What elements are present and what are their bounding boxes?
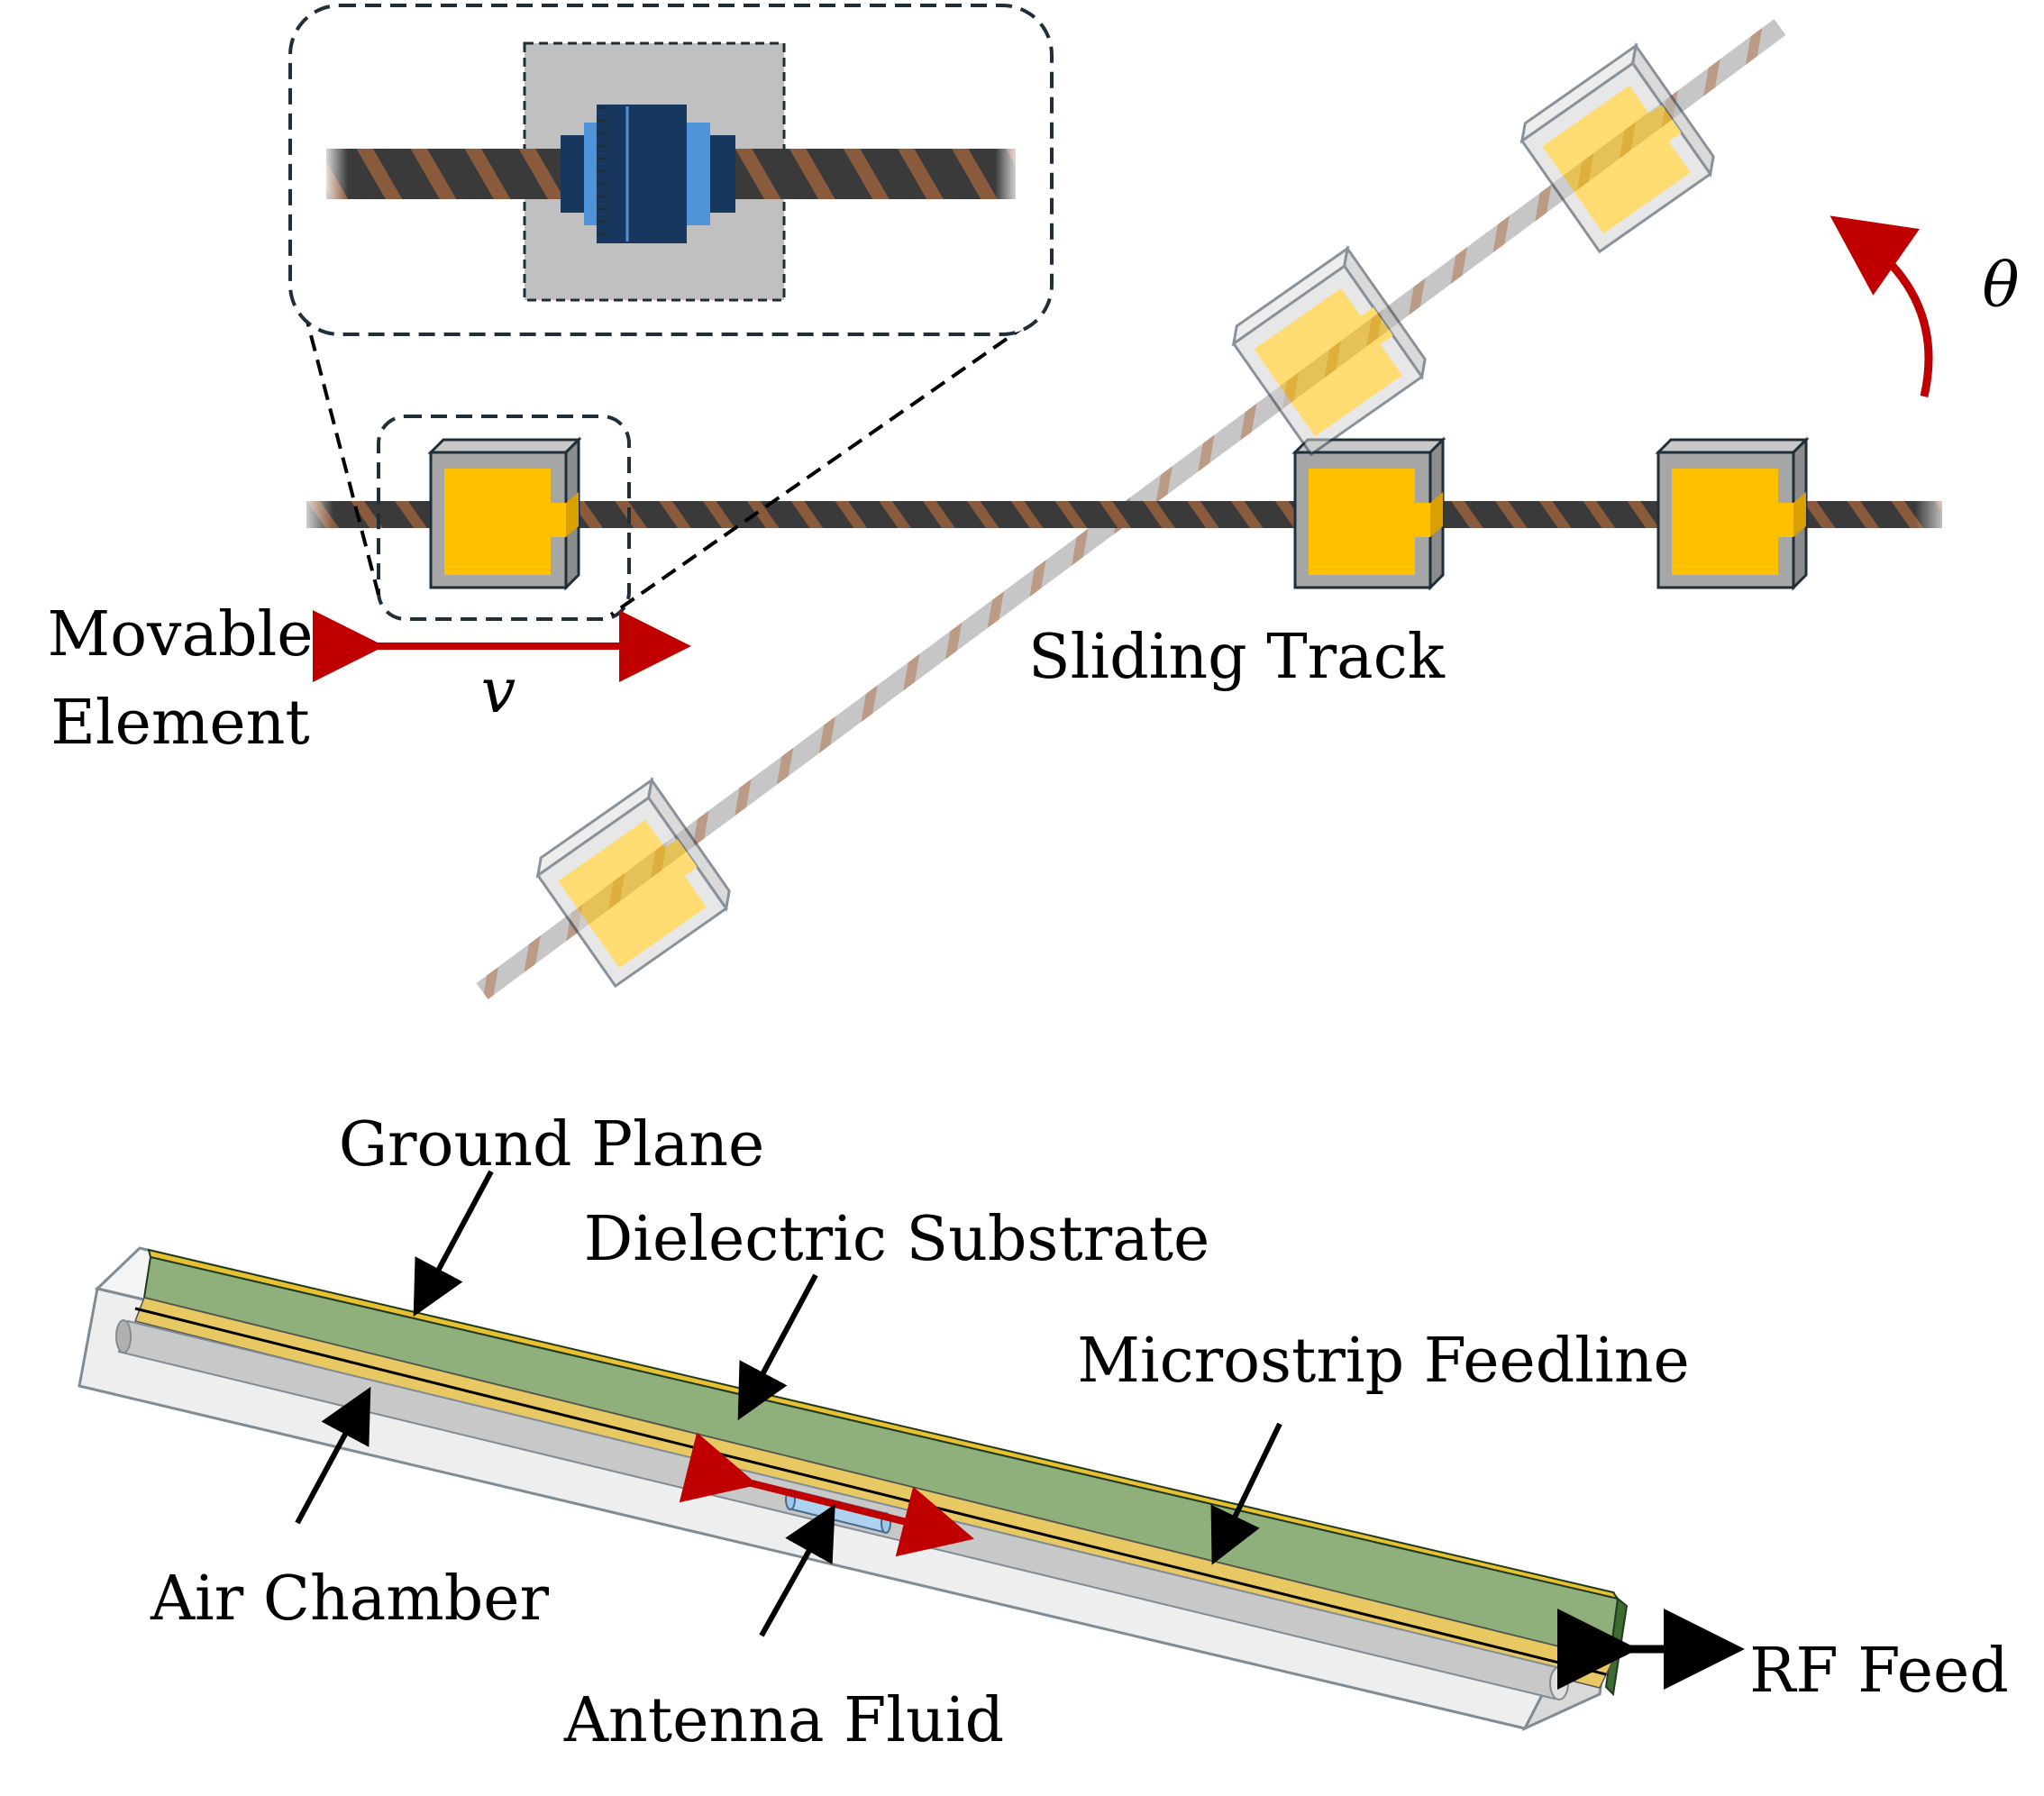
rf-feed-label: RF Feed xyxy=(1749,1636,2008,1707)
movable-element-label-line2: Element xyxy=(50,688,309,759)
dielectric-substrate-pointer xyxy=(737,1273,818,1421)
zoom-selection-box xyxy=(377,415,631,621)
movable-element-3 xyxy=(1655,436,1810,591)
bottom-diagram: Ground Plane Dielectric Substrate Micros… xyxy=(78,1109,2009,1756)
zoom-inset xyxy=(288,4,1054,336)
antenna-fluid-label: Antenna Fluid xyxy=(563,1685,1004,1756)
air-chamber-label: Air Chamber xyxy=(150,1564,550,1635)
ghost-element-2 xyxy=(1231,244,1427,457)
ground-plane-label: Ground Plane xyxy=(339,1109,765,1181)
microstrip-feedline-label: Microstrip Feedline xyxy=(1077,1326,1690,1397)
zoom-connector-left xyxy=(303,310,380,596)
ghost-element-1 xyxy=(535,776,731,989)
rotation-symbol: θ xyxy=(1983,251,2020,322)
antenna-fluid-pointer xyxy=(759,1504,835,1637)
microstrip-feedline-pointer xyxy=(1210,1422,1282,1565)
velocity-symbol: v xyxy=(481,656,516,727)
movable-element-label-line1: Movable xyxy=(47,599,313,670)
zoom-connector-right xyxy=(609,323,1029,616)
track-connector xyxy=(561,105,735,243)
movable-element-1 xyxy=(427,436,582,591)
air-chamber-pointer xyxy=(295,1386,371,1525)
top-diagram: Movable Element v Sliding Track θ xyxy=(47,4,2020,999)
rotation-arrow xyxy=(1830,215,1933,397)
sliding-track-label: Sliding Track xyxy=(1028,622,1446,693)
movable-element-2 xyxy=(1291,436,1446,591)
fluid-motion-arrow xyxy=(679,1432,975,1557)
ghost-element-3 xyxy=(1519,41,1715,254)
dielectric-substrate-label: Dielectric Substrate xyxy=(584,1204,1210,1275)
ground-plane-pointer xyxy=(413,1170,494,1317)
